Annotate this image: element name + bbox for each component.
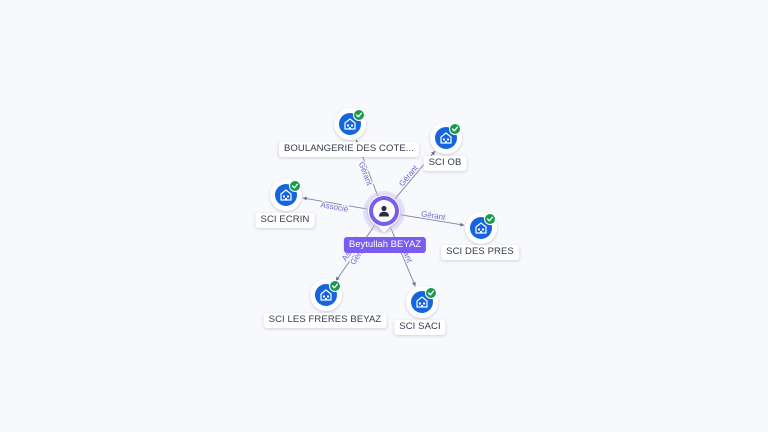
building-icon — [320, 289, 332, 301]
node-label-sci-ecrin[interactable]: SCI ECRIN — [255, 213, 315, 228]
building-icon — [344, 118, 356, 130]
edge-label-sci-des-pres: Gérant — [420, 209, 446, 222]
edge-arrow-sci-les-freres-beyaz — [335, 276, 340, 282]
edge-label-boulangerie-des-cote: Gérant — [357, 161, 374, 188]
building-icon — [416, 296, 428, 308]
company-node-boulangerie-des-cote[interactable] — [334, 108, 366, 140]
company-node-sci-ob[interactable] — [430, 122, 462, 154]
nodes-layer — [270, 108, 497, 318]
check-badge-icon — [289, 180, 301, 192]
check-badge-icon — [353, 109, 365, 121]
check-badge-icon — [329, 280, 341, 292]
company-node-sci-les-freres-beyaz[interactable] — [310, 279, 342, 311]
edge-label-sci-ob: Gérant — [397, 163, 420, 188]
company-node-sci-ecrin[interactable] — [270, 179, 302, 211]
edge-sci-ecrin — [302, 197, 368, 210]
edge-label-sci-ecrin: Associé — [320, 200, 350, 214]
edge-arrow-sci-des-pres — [459, 222, 465, 227]
company-node-sci-des-pres[interactable] — [465, 212, 497, 244]
edge-arrow-sci-saci — [411, 281, 416, 287]
edge-arrow-sci-ecrin — [302, 196, 308, 201]
edge-sci-des-pres — [400, 214, 465, 226]
node-label-sci-les-freres-beyaz[interactable]: SCI LES FRERES BEYAZ — [263, 313, 387, 328]
check-badge-icon — [484, 213, 496, 225]
edge-arrow-sci-ob — [430, 151, 436, 156]
check-badge-icon — [449, 123, 461, 135]
check-badge-icon — [425, 287, 437, 299]
building-icon — [475, 222, 487, 234]
building-icon — [280, 189, 292, 201]
building-icon — [440, 132, 452, 144]
edge-sci-les-freres-beyaz — [335, 225, 375, 282]
node-label-sci-saci[interactable]: SCI SACI — [394, 320, 446, 335]
company-node-sci-saci[interactable] — [406, 286, 438, 318]
person-icon — [379, 205, 389, 217]
node-label-sci-ob[interactable]: SCI OB — [423, 156, 467, 171]
center-person-node[interactable] — [363, 191, 405, 233]
node-label-boulangerie-des-cote[interactable]: BOULANGERIE DES COTE... — [278, 142, 420, 157]
center-person-label[interactable]: Beytullah BEYAZ — [343, 237, 427, 253]
node-label-sci-des-pres[interactable]: SCI DES PRES — [441, 245, 519, 260]
